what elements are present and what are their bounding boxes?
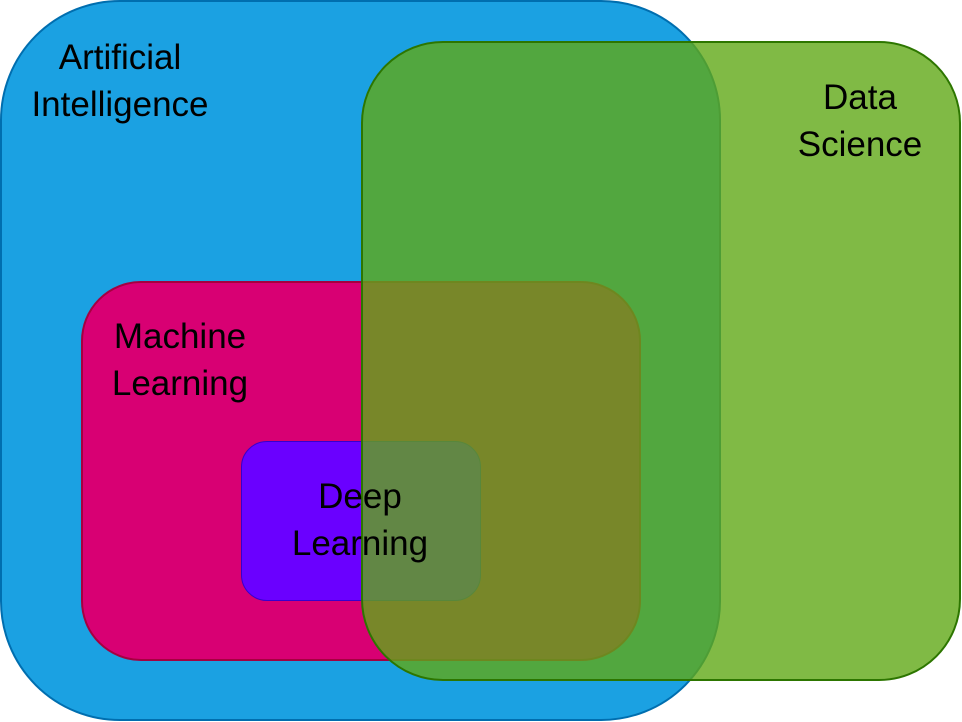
label-line: Learning <box>111 364 249 403</box>
artificial-intelligence-label: Artificial Intelligence <box>10 34 230 128</box>
label-line: Machine <box>113 317 247 356</box>
label-line: Intelligence <box>31 85 209 124</box>
label-line: Learning <box>291 524 429 563</box>
label-line: Artificial <box>58 38 182 77</box>
label-line: Deep <box>318 477 402 516</box>
deep-learning-label: Deep Learning <box>260 473 460 567</box>
data-science-label: Data Science <box>760 74 960 168</box>
data-science-region <box>361 41 961 681</box>
machine-learning-label: Machine Learning <box>80 313 280 407</box>
label-line: Data <box>823 78 897 117</box>
label-line: Science <box>797 125 923 164</box>
